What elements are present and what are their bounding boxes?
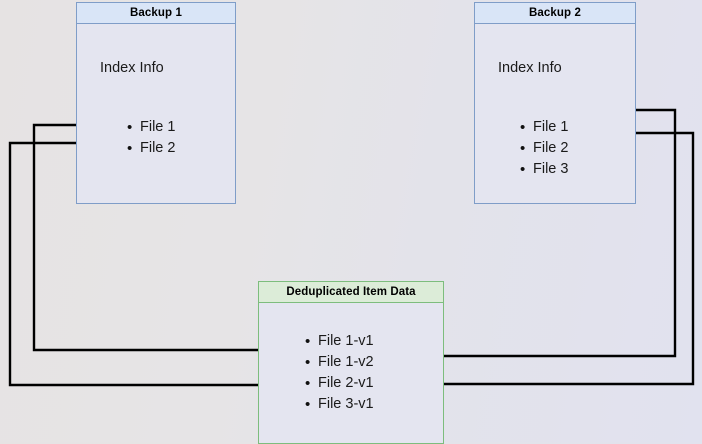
list-item: File 2 xyxy=(127,138,175,159)
node-backup2-body: Index Info File 1 File 2 File 3 xyxy=(475,24,635,203)
list-item: File 1-v1 xyxy=(305,331,374,352)
node-backup1-title: Backup 1 xyxy=(77,3,235,24)
node-backup1-section-label: Index Info xyxy=(100,60,164,76)
list-item: File 3-v1 xyxy=(305,394,374,415)
node-backup1[interactable]: Backup 1 Index Info File 1 File 2 xyxy=(76,2,236,204)
node-backup2[interactable]: Backup 2 Index Info File 1 File 2 File 3 xyxy=(474,2,636,204)
list-item: File 3 xyxy=(520,159,568,180)
node-backup1-body: Index Info File 1 File 2 xyxy=(77,24,235,203)
node-backup2-file-list: File 1 File 2 File 3 xyxy=(520,117,568,180)
list-item: File 1 xyxy=(127,117,175,138)
list-item: File 1 xyxy=(520,117,568,138)
node-backup1-file-list: File 1 File 2 xyxy=(127,117,175,159)
list-item: File 1-v2 xyxy=(305,352,374,373)
node-dedup-file-list: File 1-v1 File 1-v2 File 2-v1 File 3-v1 xyxy=(305,331,374,415)
list-item: File 2-v1 xyxy=(305,373,374,394)
node-backup2-title: Backup 2 xyxy=(475,3,635,24)
node-backup2-section-label: Index Info xyxy=(498,60,562,76)
node-dedup-body: File 1-v1 File 1-v2 File 2-v1 File 3-v1 xyxy=(259,303,443,443)
node-deduplicated-item-data[interactable]: Deduplicated Item Data File 1-v1 File 1-… xyxy=(258,281,444,444)
list-item: File 2 xyxy=(520,138,568,159)
node-dedup-title: Deduplicated Item Data xyxy=(259,282,443,303)
